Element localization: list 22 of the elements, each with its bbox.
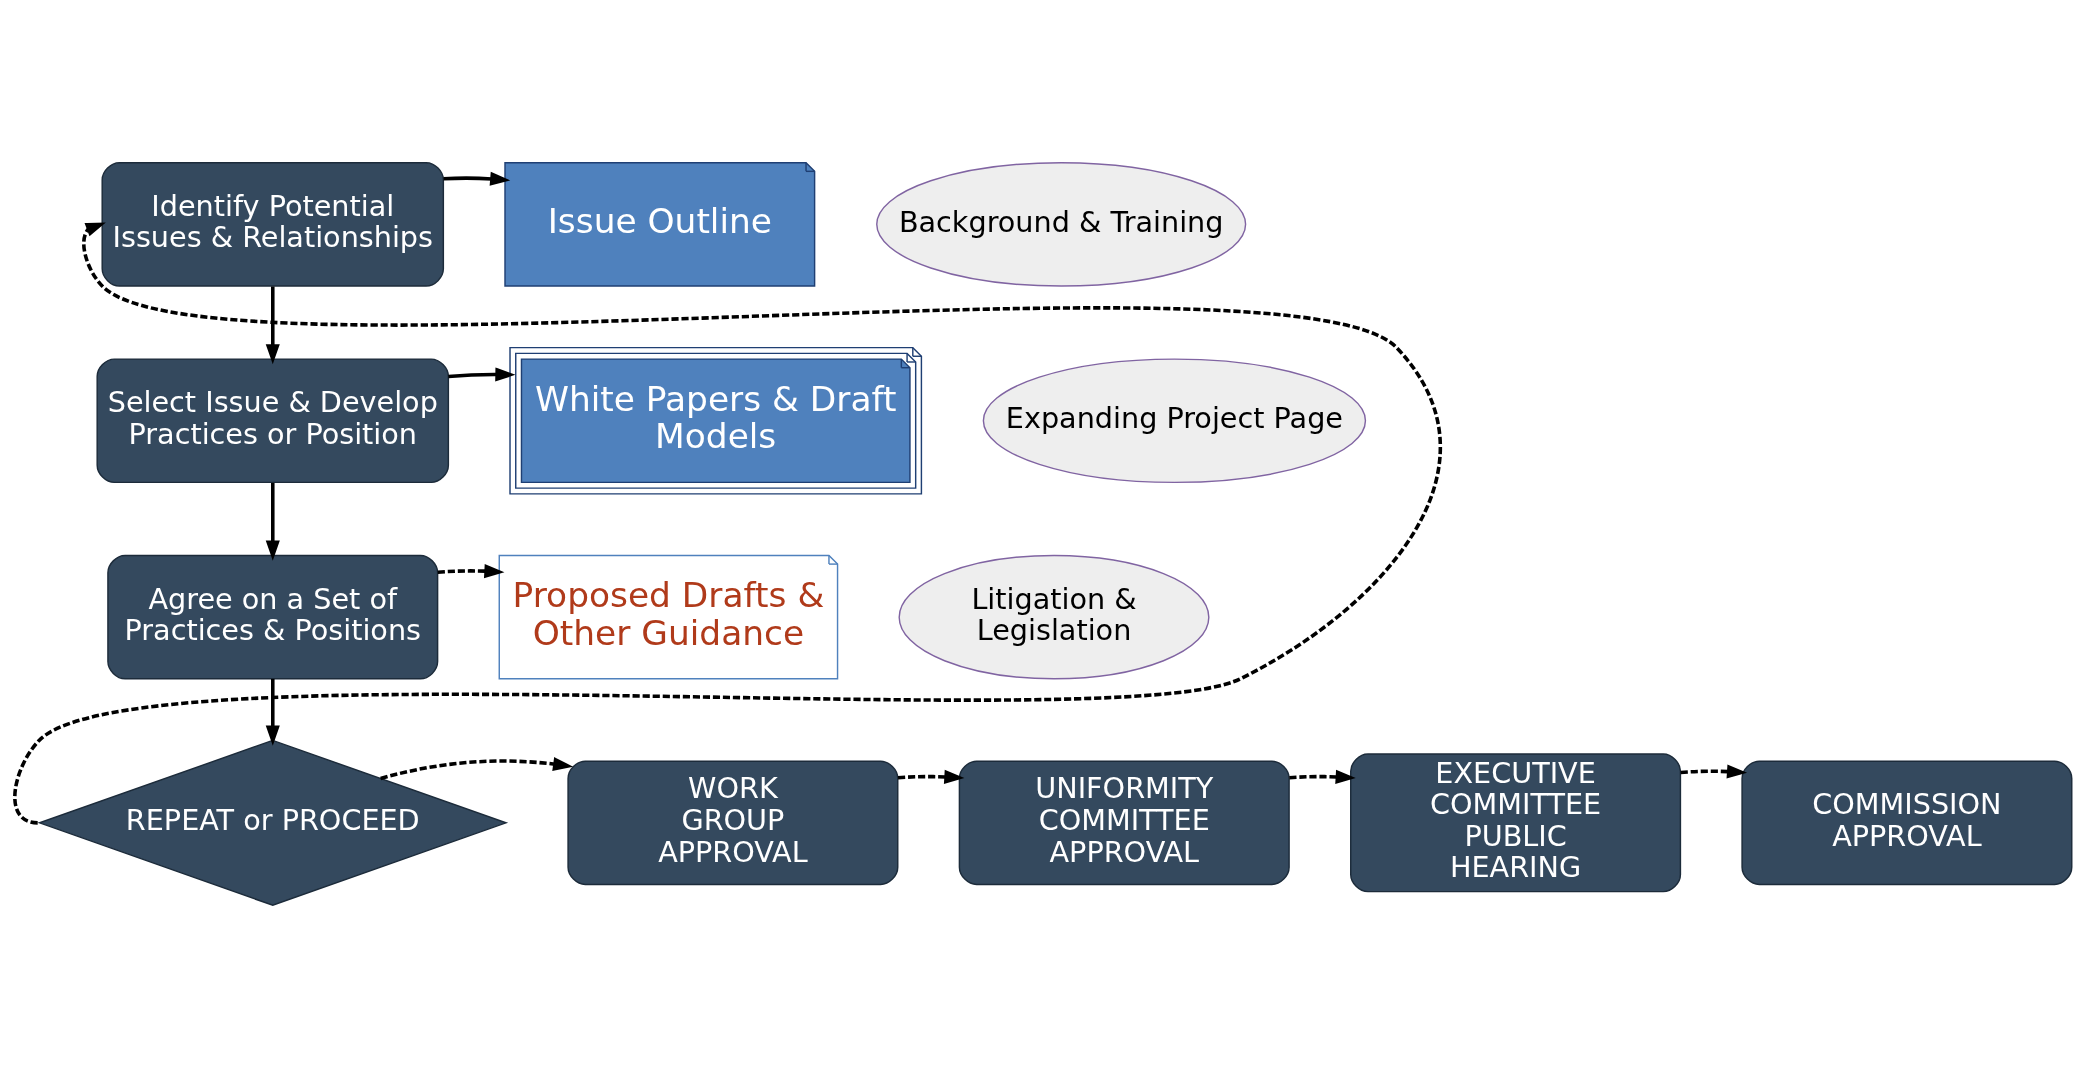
node-ellipse: Expanding Project Page [982,358,1367,484]
arrow [437,564,505,579]
node-box: Identify Potential Issues & Relationships [101,162,445,287]
node-box: EXECUTIVE COMMITTEE PUBLIC HEARING [1350,753,1682,893]
arrow [265,482,280,561]
arrow [448,367,516,382]
arrow [13,222,1442,825]
node-box: Select Issue & Develop Practices or Position [96,358,450,484]
arrow [1680,764,1748,779]
node-ellipse: Litigation & Legislation [898,554,1210,680]
arrow [1289,769,1356,784]
arrow [380,757,574,781]
node-ellipse: Background & Training [876,162,1247,287]
arrow [443,171,511,186]
node-box: COMMISSION APPROVAL [1741,760,2073,886]
arrow [897,769,965,784]
node-box: UNIFORMITY COMMITTEE APPROVAL [958,760,1290,886]
node-box: WORK GROUP APPROVAL [567,760,899,886]
arrow [265,286,280,365]
node-box: Agree on a Set of Practices & Positions [107,554,439,680]
node-diamond: REPEAT or PROCEED [37,739,509,907]
arrow [265,678,280,746]
